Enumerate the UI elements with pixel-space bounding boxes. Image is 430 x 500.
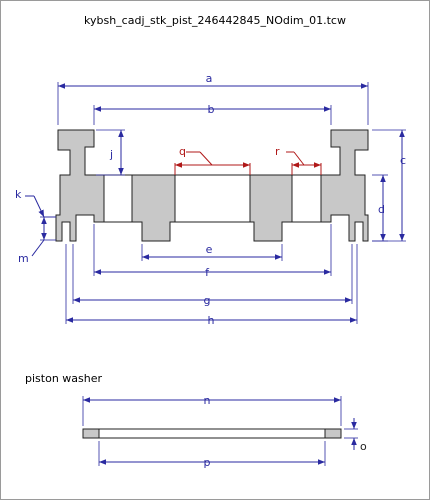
piston-right-outer [320, 129, 369, 242]
dimension-n: n [82, 394, 342, 426]
piston-left-inner [131, 174, 176, 242]
dimension-label-n: n [204, 394, 211, 407]
piston-left-outer [55, 129, 105, 242]
dimension-label-e: e [206, 243, 213, 256]
washer-left-section [82, 428, 100, 439]
dimension-m: m [18, 216, 56, 265]
dimension-label-g: g [204, 294, 211, 307]
piston-washer-label: piston washer [25, 372, 103, 385]
dimension-d: d [372, 174, 388, 242]
dimension-a: a [57, 72, 369, 125]
dimension-b: b [93, 103, 332, 125]
dimension-label-p: p [204, 456, 211, 469]
dimension-h: h [65, 244, 358, 327]
dimension-q: q [174, 145, 251, 175]
dimension-label-m: m [18, 252, 29, 265]
dimension-label-d: d [378, 203, 385, 216]
dimension-label-k: k [15, 188, 22, 201]
dimension-label-c: c [400, 154, 406, 167]
dimension-f: f [93, 224, 332, 279]
dimension-label-b: b [208, 103, 215, 116]
dimension-label-f: f [205, 266, 210, 279]
washer-right-section [324, 428, 342, 439]
piston-section [55, 129, 369, 242]
dimension-k: k [15, 188, 56, 218]
dimension-label-h: h [208, 314, 215, 327]
piston-washer [82, 428, 342, 439]
dimension-label-o: o [360, 440, 367, 453]
dimension-e: e [141, 243, 283, 261]
dimension-c: c [372, 129, 406, 242]
dimension-label-q: q [179, 145, 186, 158]
dimension-r: r [275, 145, 322, 175]
dimension-j: j [96, 129, 125, 176]
dimension-label-a: a [206, 72, 213, 85]
dimension-label-r: r [275, 145, 280, 158]
dimension-o: o [344, 418, 367, 453]
drawing-title: kybsh_cadj_stk_pist_246442845_NOdim_01.t… [84, 14, 346, 27]
dimension-label-j: j [109, 148, 113, 161]
dimension-g: g [72, 244, 353, 307]
dimension-p: p [98, 441, 326, 469]
piston-right-inner [249, 174, 293, 242]
